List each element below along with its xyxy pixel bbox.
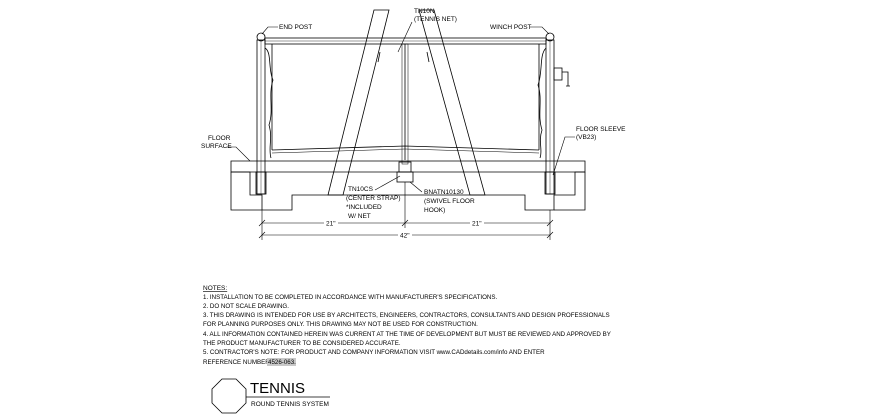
dim-right-half: 21"	[472, 221, 482, 228]
center-strap-label-2: (CENTER STRAP)	[346, 195, 401, 202]
end-post-leader	[261, 26, 278, 35]
net-bottom-tape	[271, 148, 540, 154]
winch-housing	[553, 67, 563, 81]
floor-hook-socket	[396, 171, 414, 183]
reference-number-highlight	[267, 358, 296, 366]
center-strap	[401, 43, 409, 165]
floor-hook-label-3: HOOK)	[424, 207, 445, 214]
note-line-2: 2. DO NOT SCALE DRAWING.	[203, 303, 289, 310]
floor-surface-label-2: SURFACE	[201, 143, 232, 150]
subtitle: ROUND TENNIS SYSTEM	[251, 401, 329, 408]
floor-surface-label-1: FLOOR	[208, 135, 231, 142]
notes-title: NOTES:	[203, 285, 227, 292]
note-line-7: 5. CONTRACTOR'S NOTE: FOR PRODUCT AND CO…	[203, 349, 545, 356]
floor-hook-leader	[409, 181, 423, 193]
floor-sleeve-leader	[552, 136, 575, 176]
title-block: TENNIS ROUND TENNIS SYSTEM	[211, 378, 330, 414]
note-line-6: THE PRODUCT MANUFACTURER TO BE CONSIDERE…	[203, 340, 401, 347]
floor-surface-leader	[227, 146, 251, 162]
floor-slab-underside	[230, 172, 586, 211]
dim-total: 42"	[400, 233, 410, 240]
winch-post-cap	[545, 32, 555, 42]
floor-hook-label-1: BNATN10130	[424, 189, 464, 196]
note-line-4: FOR PLANNING PURPOSES ONLY. THIS DRAWING…	[203, 321, 478, 328]
floor-hook-label-2: (SWIVEL FLOOR	[424, 198, 475, 205]
tennis-net-elevation	[227, 9, 586, 240]
notes-block: NOTES: 1. INSTALLATION TO BE COMPLETED I…	[203, 285, 611, 366]
tennis-net-code: TN10N	[414, 8, 435, 15]
net-bottom-edge	[271, 145, 540, 151]
floor-sleeve-label-2: (VB23)	[576, 134, 596, 141]
title: TENNIS	[250, 380, 305, 397]
left-brace	[327, 9, 390, 196]
dimension-text: 21" 21" 42"	[324, 219, 484, 240]
center-strap-label-1: TN10CS	[348, 186, 374, 193]
center-strap-label-4: W/ NET	[348, 213, 371, 220]
floor-sleeve-label-1: FLOOR SLEEVE	[576, 126, 626, 133]
right-brace-tick	[426, 51, 430, 63]
winch-post-leader	[530, 26, 550, 35]
note-line-5: 4. ALL INFORMATION CONTAINED HEREIN WAS …	[203, 331, 611, 338]
winch-post-label: WINCH POST	[490, 24, 532, 31]
floor-slab	[230, 160, 586, 211]
end-post-net-tie	[264, 47, 274, 159]
end-post-cap	[256, 32, 266, 42]
left-brace-tick	[377, 51, 381, 63]
note-line-8: REFERENCE NUMBER	[203, 359, 270, 366]
callouts: END POST TN10N (TENNIS NET) WINCH POST F…	[201, 8, 626, 220]
tennis-net-leader	[397, 21, 413, 53]
title-octagon-icon	[211, 378, 247, 414]
winch-post-net-tie	[537, 47, 547, 159]
reference-number: 4526-063.	[268, 359, 296, 366]
winch-handle	[562, 71, 570, 87]
right-brace	[418, 9, 486, 196]
note-line-3: 3. THIS DRAWING IS INTENDED FOR USE BY A…	[203, 312, 610, 319]
swivel-floor-hook	[398, 161, 412, 173]
note-line-1: 1. INSTALLATION TO BE COMPLETED IN ACCOR…	[203, 294, 497, 301]
center-strap-label-3: *INCLUDED	[346, 204, 382, 211]
center-strap-leader	[374, 175, 401, 191]
tennis-net-name: (TENNIS NET)	[414, 16, 457, 23]
dim-left-half: 21"	[326, 221, 336, 228]
end-post-label: END POST	[279, 24, 312, 31]
